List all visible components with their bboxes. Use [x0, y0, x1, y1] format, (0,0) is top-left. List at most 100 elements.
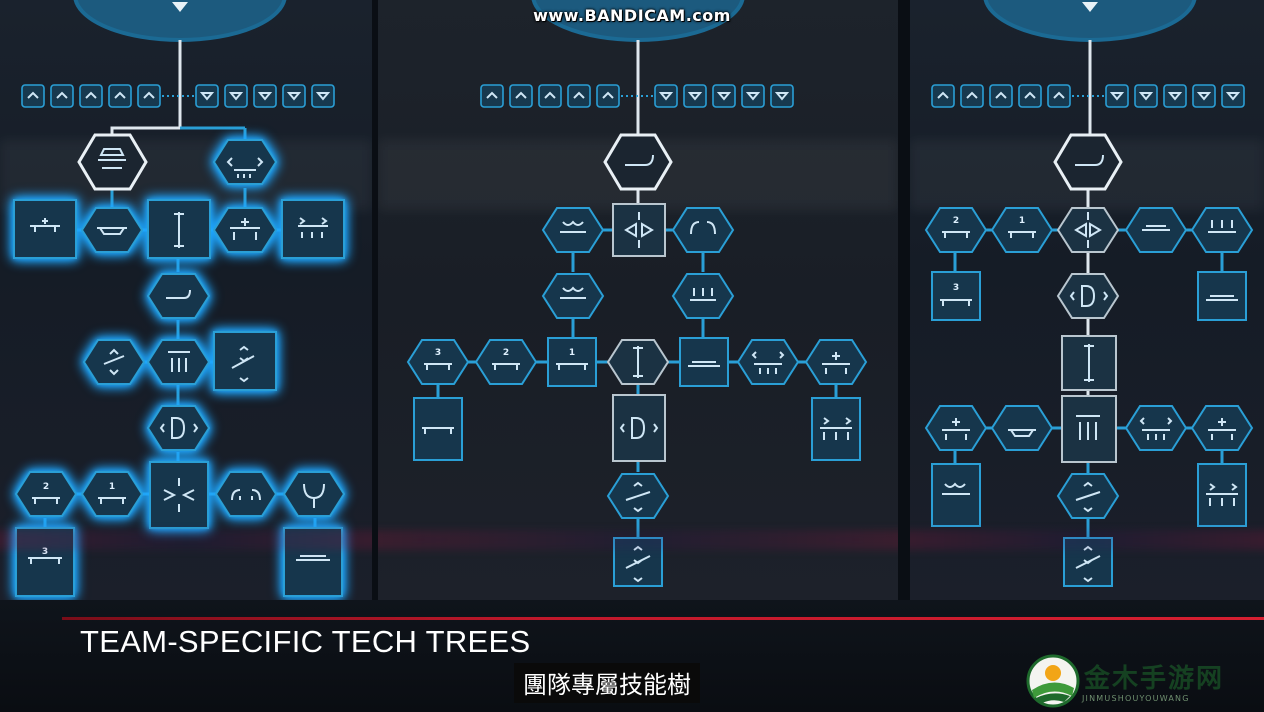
node-level-label: 1: [1019, 216, 1025, 226]
hex-node[interactable]: [406, 339, 470, 385]
selected-square-node[interactable]: [612, 203, 666, 257]
hex-node[interactable]: [990, 207, 1054, 253]
tech-tree-center: 3 2 1: [406, 0, 868, 587]
hex-node[interactable]: [671, 207, 735, 253]
diamond-chip-icon[interactable]: [770, 84, 794, 108]
selected-hex-node[interactable]: [603, 133, 673, 191]
diamond-chip-icon[interactable]: [1105, 84, 1129, 108]
chip-row-right: [931, 84, 1245, 108]
square-node[interactable]: [149, 461, 209, 529]
diamond-chip-icon[interactable]: [195, 84, 219, 108]
square-node[interactable]: [283, 527, 343, 597]
hex-node[interactable]: [14, 471, 78, 517]
diamond-chip-icon[interactable]: [741, 84, 765, 108]
hex-node[interactable]: [282, 471, 346, 517]
diamond-chip-icon[interactable]: [253, 84, 277, 108]
hex-node[interactable]: [1124, 405, 1188, 451]
swap-chip-icon[interactable]: [50, 84, 74, 108]
tech-tree-panel-left: 2 1 3: [0, 0, 372, 600]
translated-subtitle: 團隊專屬技能樹: [514, 663, 700, 703]
square-node[interactable]: [931, 271, 981, 321]
hex-node[interactable]: [541, 273, 605, 319]
hex-node[interactable]: [146, 273, 211, 319]
tech-tree-panel-center: 3 2 1: [378, 0, 898, 600]
swap-chip-icon[interactable]: [509, 84, 533, 108]
selected-hex-node[interactable]: [1056, 273, 1120, 319]
chip-row-left: [21, 84, 335, 108]
node-level-label: 1: [109, 482, 115, 492]
hex-node[interactable]: [804, 339, 868, 385]
recorder-watermark: www.BANDICAM.com: [533, 6, 731, 25]
hex-node[interactable]: [474, 339, 538, 385]
tech-tree-left: 2 1 3: [13, 0, 346, 597]
diamond-chip-icon[interactable]: [1163, 84, 1187, 108]
caption-title: TEAM-SPECIFIC TECH TREES: [80, 624, 531, 659]
hex-node[interactable]: [214, 471, 278, 517]
swap-chip-icon[interactable]: [1047, 84, 1071, 108]
diamond-chip-icon[interactable]: [1134, 84, 1158, 108]
square-node[interactable]: [1197, 271, 1247, 321]
diamond-chip-icon[interactable]: [282, 84, 306, 108]
square-node[interactable]: [281, 199, 345, 259]
diamond-chip-icon[interactable]: [712, 84, 736, 108]
hex-node[interactable]: [80, 471, 144, 517]
hex-node[interactable]: [990, 405, 1054, 451]
swap-chip-icon[interactable]: [596, 84, 620, 108]
node-level-label: 3: [435, 348, 441, 358]
swap-chip-icon[interactable]: [931, 84, 955, 108]
hex-node[interactable]: [924, 207, 988, 253]
square-node[interactable]: [13, 199, 77, 259]
node-level-label: 3: [953, 283, 959, 293]
swap-chip-icon[interactable]: [567, 84, 591, 108]
swap-chip-icon[interactable]: [480, 84, 504, 108]
hex-node[interactable]: [212, 139, 278, 185]
diamond-chip-icon[interactable]: [1221, 84, 1245, 108]
hex-node[interactable]: [1190, 405, 1254, 451]
swap-chip-icon[interactable]: [960, 84, 984, 108]
hex-node[interactable]: [212, 207, 278, 253]
tech-tree-panel-right: 2 1 3: [910, 0, 1264, 600]
node-level-label: 2: [953, 216, 959, 226]
square-node[interactable]: [15, 527, 75, 597]
selected-hex-node[interactable]: [77, 133, 148, 191]
selected-square-node[interactable]: [1061, 395, 1117, 463]
swap-chip-icon[interactable]: [989, 84, 1013, 108]
hub-pointer-icon: [172, 2, 188, 12]
diamond-chip-icon[interactable]: [683, 84, 707, 108]
selected-hex-node[interactable]: [1056, 207, 1120, 253]
hub-pointer-icon: [1082, 2, 1098, 12]
chip-row-center: [480, 84, 794, 108]
node-level-label: 2: [503, 348, 509, 358]
wing-part-icon: [1075, 154, 1104, 166]
diamond-chip-icon[interactable]: [224, 84, 248, 108]
swap-chip-icon[interactable]: [1018, 84, 1042, 108]
hex-node[interactable]: [924, 405, 988, 451]
swap-chip-icon[interactable]: [538, 84, 562, 108]
diamond-chip-icon[interactable]: [1192, 84, 1216, 108]
node-level-label: 1: [569, 348, 575, 358]
hex-node[interactable]: [82, 339, 146, 385]
selected-hex-node[interactable]: [1053, 133, 1123, 191]
swap-chip-icon[interactable]: [21, 84, 45, 108]
swap-chip-icon[interactable]: [108, 84, 132, 108]
logo-subtext: JINMUSHOUYOUWANG: [1082, 694, 1190, 703]
caption-divider: [62, 617, 1264, 620]
diamond-chip-icon[interactable]: [311, 84, 335, 108]
hex-node[interactable]: [1190, 207, 1254, 253]
swap-chip-icon[interactable]: [79, 84, 103, 108]
logo-wordmark: 金木手游网: [1084, 664, 1225, 694]
square-node[interactable]: [547, 337, 597, 387]
diamond-chip-icon[interactable]: [654, 84, 678, 108]
node-level-label: 3: [42, 547, 48, 557]
hex-node[interactable]: [541, 207, 605, 253]
hex-node[interactable]: [736, 339, 800, 385]
site-logo: 金木手游网 JINMUSHOUYOUWANG: [1026, 654, 1264, 708]
hex-node[interactable]: [80, 207, 144, 253]
tech-tree-right: 2 1 3: [924, 0, 1254, 587]
square-node[interactable]: [931, 463, 981, 527]
aero-part-icon: [98, 148, 126, 169]
wing-part-icon: [625, 154, 654, 166]
logo-emblem-icon: [1026, 654, 1080, 708]
hex-node[interactable]: [146, 405, 211, 451]
swap-chip-icon[interactable]: [137, 84, 161, 108]
